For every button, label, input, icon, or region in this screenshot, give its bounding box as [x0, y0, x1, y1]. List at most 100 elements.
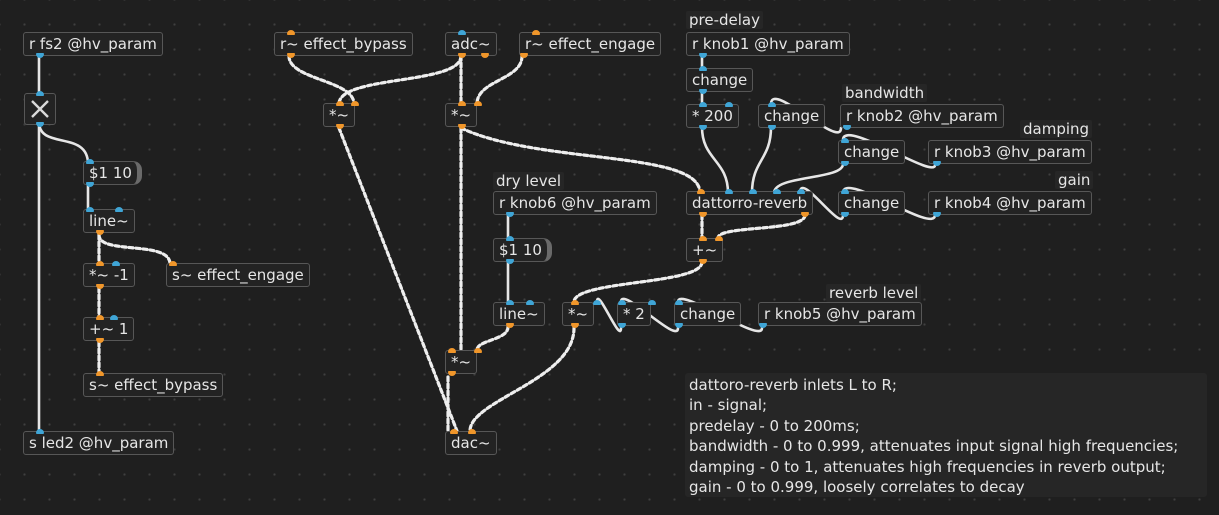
inlet[interactable] [474, 101, 482, 106]
outlet[interactable] [36, 53, 44, 58]
inlet[interactable] [169, 261, 177, 266]
inlet[interactable] [110, 315, 118, 320]
inlet[interactable] [468, 429, 476, 434]
outlet-right[interactable] [801, 212, 809, 217]
outlet[interactable] [458, 53, 466, 58]
inlet[interactable] [96, 261, 104, 266]
inlet-bandwidth[interactable] [749, 189, 757, 194]
inlet[interactable] [86, 159, 94, 164]
inlet[interactable] [96, 371, 104, 376]
outlet[interactable] [36, 122, 44, 127]
toggle-box[interactable] [24, 91, 56, 127]
sum-object[interactable]: +~ [686, 236, 724, 264]
multiply-left-object[interactable]: *~ [323, 101, 359, 129]
receive-knob4[interactable]: r knob4 @hv_param [928, 191, 1092, 217]
outlet[interactable] [287, 53, 295, 58]
inlet[interactable] [351, 101, 359, 106]
multiply-dry-object[interactable]: *~ [445, 348, 482, 376]
multiply-2-object[interactable]: * 2 [617, 300, 656, 328]
multiply-reverb-object[interactable]: *~ [562, 300, 601, 328]
outlet-left[interactable] [699, 212, 707, 217]
send-effect-engage[interactable]: s~ effect_engage [166, 261, 310, 287]
outlet[interactable] [699, 53, 707, 58]
dattorro-reverb-object[interactable]: dattorro-reverb [686, 189, 814, 217]
receive-knob6[interactable]: r knob6 @hv_param [493, 191, 657, 217]
inlet[interactable] [768, 102, 776, 107]
inlet[interactable] [458, 30, 466, 35]
receive-fs2[interactable]: r fs2 @hv_param [23, 32, 163, 58]
outlet[interactable] [699, 125, 707, 130]
inlet[interactable] [450, 429, 458, 434]
send-led2[interactable]: s led2 @hv_param [23, 429, 175, 455]
inlet[interactable] [96, 315, 104, 320]
receive-knob2[interactable]: r knob2 @hv_param [840, 104, 1004, 130]
inlet[interactable] [675, 300, 683, 305]
receive-effect-engage[interactable]: r~ effect_engage [519, 30, 662, 58]
line-dry-object[interactable]: line~ [493, 300, 545, 328]
inlet-predelay[interactable] [725, 189, 733, 194]
outlet[interactable] [933, 212, 941, 217]
inlet[interactable] [593, 300, 601, 305]
inlet[interactable] [699, 102, 707, 107]
multiply-mid-object[interactable]: *~ [445, 101, 482, 129]
receive-knob1[interactable]: r knob1 @hv_param [686, 32, 850, 58]
outlet[interactable] [841, 212, 849, 217]
outlet[interactable] [768, 125, 776, 130]
send-effect-bypass[interactable]: s~ effect_bypass [83, 371, 224, 397]
outlet[interactable] [448, 371, 456, 376]
inlet[interactable] [841, 189, 849, 194]
outlet[interactable] [96, 338, 104, 343]
inlet[interactable] [448, 348, 456, 353]
outlet[interactable] [933, 161, 941, 166]
change-object-4[interactable]: change [838, 189, 906, 217]
outlet[interactable] [841, 161, 849, 166]
outlet[interactable] [506, 212, 514, 217]
outlet[interactable] [699, 259, 707, 264]
outlet[interactable] [481, 53, 489, 58]
multiply-200-object[interactable]: * 200 [686, 102, 739, 130]
inlet[interactable] [506, 236, 514, 241]
inlet[interactable] [715, 236, 723, 241]
inlet[interactable] [648, 300, 656, 305]
inlet[interactable] [36, 429, 44, 434]
inlet[interactable] [474, 348, 482, 353]
outlet[interactable] [699, 89, 707, 94]
receive-knob5[interactable]: r knob5 @hv_param [758, 302, 922, 328]
outlet[interactable] [843, 125, 851, 130]
inlet[interactable] [506, 300, 514, 305]
inlet[interactable] [526, 300, 534, 305]
outlet[interactable] [618, 323, 626, 328]
outlet[interactable] [86, 182, 94, 187]
inlet[interactable] [287, 30, 295, 35]
inlet[interactable] [458, 101, 466, 106]
outlet[interactable] [336, 124, 344, 129]
inlet[interactable] [699, 236, 707, 241]
outlet[interactable] [506, 323, 514, 328]
change-object-5[interactable]: change [674, 300, 742, 328]
receive-effect-bypass[interactable]: r~ effect_bypass [274, 30, 413, 58]
outlet[interactable] [458, 124, 466, 129]
inlet[interactable] [36, 91, 44, 96]
outlet[interactable] [96, 230, 104, 235]
multiply-neg1-object[interactable]: *~ -1 [83, 261, 135, 289]
receive-knob3[interactable]: r knob3 @hv_param [928, 140, 1092, 166]
outlet[interactable] [675, 323, 683, 328]
change-object-2[interactable]: change [758, 102, 826, 130]
outlet[interactable] [520, 53, 528, 58]
change-object-3[interactable]: change [838, 138, 906, 166]
add-one-object[interactable]: +~ 1 [83, 315, 135, 343]
inlet[interactable] [725, 102, 733, 107]
line-ramp-object[interactable]: line~ [83, 207, 135, 235]
inlet[interactable] [86, 207, 94, 212]
inlet-damping[interactable] [773, 189, 781, 194]
adc-object[interactable]: adc~ [445, 30, 497, 58]
inlet[interactable] [699, 66, 707, 71]
outlet[interactable] [571, 323, 579, 328]
inlet[interactable] [571, 300, 579, 305]
inlet-gain[interactable] [797, 189, 805, 194]
inlet-signal[interactable] [697, 189, 705, 194]
inlet[interactable] [112, 261, 120, 266]
dac-object[interactable]: dac~ [445, 429, 497, 455]
change-object-1[interactable]: change [686, 66, 754, 94]
